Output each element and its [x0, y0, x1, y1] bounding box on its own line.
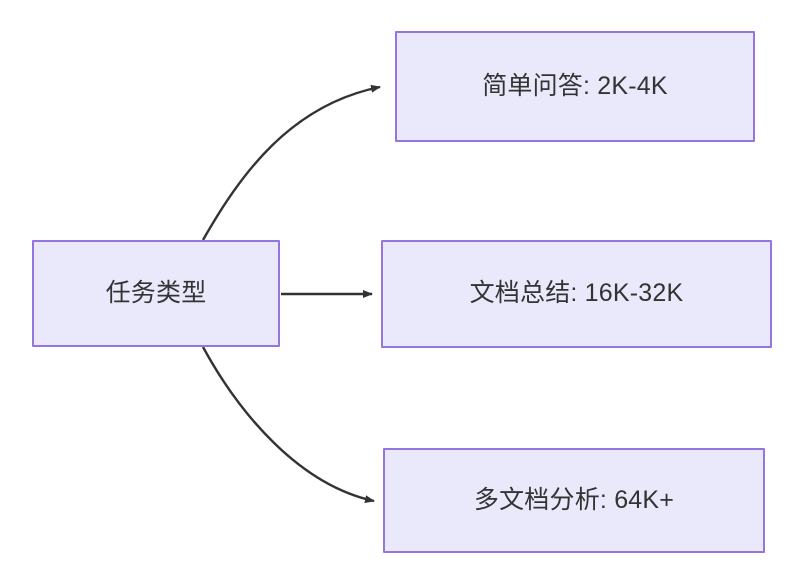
node-simple-qa-label: 简单问答: 2K-4K	[482, 71, 668, 100]
node-multi-doc-label: 多文档分析: 64K+	[473, 485, 675, 514]
node-simple-qa[interactable]: 简单问答: 2K-4K	[395, 31, 755, 142]
node-doc-summary[interactable]: 文档总结: 16K-32K	[381, 240, 772, 348]
node-task-type[interactable]: 任务类型	[32, 240, 280, 347]
edge-task-type-to-multi-doc	[201, 346, 375, 504]
edge-task-type-to-simple-qa	[201, 84, 381, 241]
node-multi-doc[interactable]: 多文档分析: 64K+	[383, 448, 765, 553]
node-doc-summary-label: 文档总结: 16K-32K	[469, 279, 684, 308]
node-task-type-label: 任务类型	[105, 278, 207, 307]
